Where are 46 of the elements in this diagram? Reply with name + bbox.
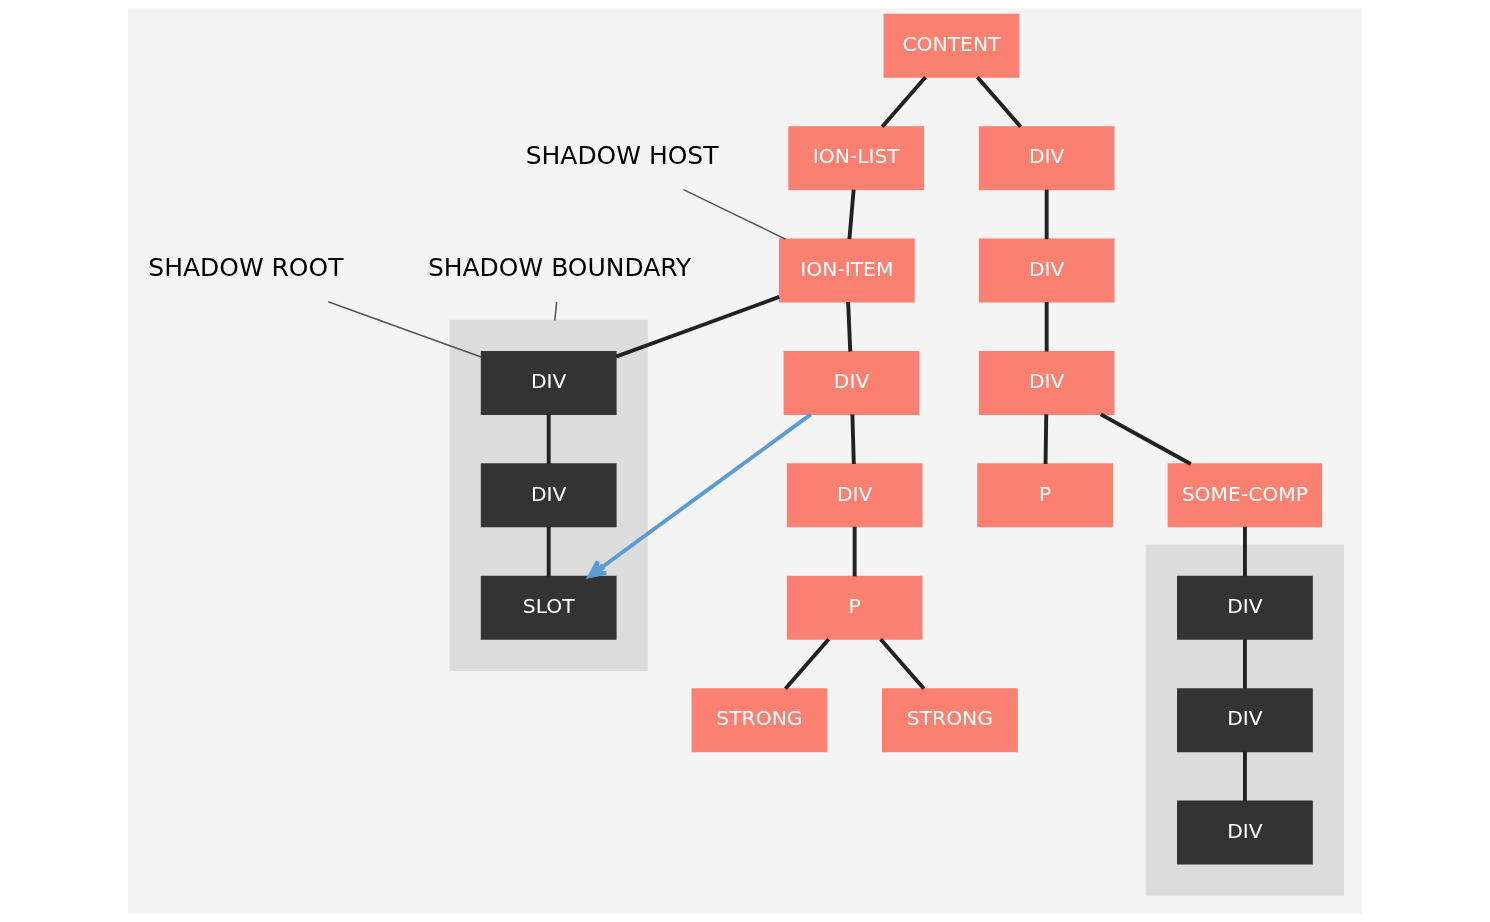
node-box: DIV	[1177, 800, 1313, 865]
connector	[1242, 751, 1247, 802]
connector	[1242, 526, 1247, 577]
node-box: DIV	[786, 463, 923, 528]
node-box: DIV	[1177, 575, 1313, 640]
node-box: DIV	[978, 238, 1115, 303]
cluster	[449, 319, 648, 671]
node-box: CONTENT	[883, 13, 1020, 78]
connector	[879, 637, 926, 691]
connector	[554, 301, 558, 322]
node-text: SHADOW BOUNDARY	[427, 253, 692, 283]
connector	[852, 526, 857, 577]
connector	[615, 295, 780, 359]
connector	[1099, 412, 1192, 466]
node-box: DIV	[480, 350, 617, 415]
node-box: DIV	[978, 126, 1115, 191]
node-box: DIV	[480, 463, 617, 528]
arrow	[587, 412, 812, 579]
node-box: STRONG	[691, 688, 828, 753]
connector	[847, 189, 856, 240]
node-box: SOME-COMP	[1167, 463, 1323, 528]
connector	[327, 301, 482, 358]
node-box: ION-ITEM	[778, 238, 915, 303]
cluster	[1145, 544, 1345, 896]
node-text: SHADOW ROOT	[148, 253, 344, 283]
connector	[976, 75, 1023, 129]
connector	[850, 414, 856, 465]
connector	[682, 188, 787, 240]
node-box: DIV	[783, 350, 920, 415]
node-text: SHADOW HOST	[525, 141, 719, 171]
connector	[1242, 639, 1247, 689]
node-box: DIV	[978, 350, 1115, 415]
node-box: SLOT	[480, 575, 617, 640]
connector	[1043, 414, 1049, 464]
node-box: P	[786, 575, 923, 640]
node-box: DIV	[1177, 688, 1313, 753]
node-box: P	[977, 463, 1113, 528]
connector	[546, 414, 551, 464]
connector	[1044, 302, 1049, 352]
connector	[846, 301, 853, 352]
connector	[1044, 189, 1049, 240]
node-box: ION-LIST	[788, 126, 925, 191]
node-box: STRONG	[882, 688, 1018, 753]
connector	[783, 637, 831, 691]
connector	[546, 526, 551, 577]
connector	[880, 75, 927, 129]
